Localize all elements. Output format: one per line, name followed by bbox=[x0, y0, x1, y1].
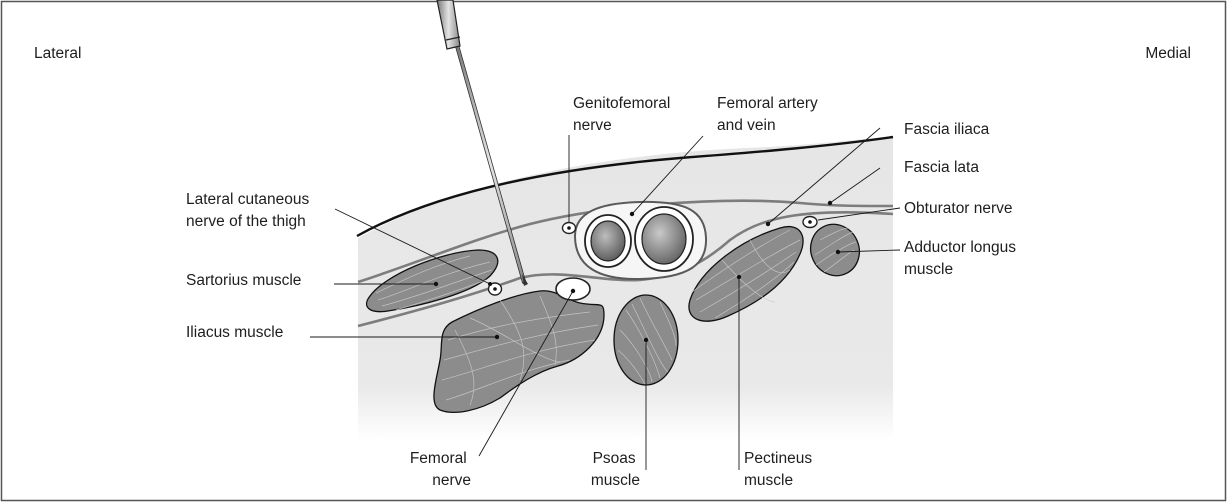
label-pectineus: Pectineus muscle bbox=[744, 450, 816, 489]
label-lateral-cutaneous-nerve: Lateral cutaneous nerve of the thigh bbox=[186, 191, 314, 230]
label-psoas: Psoas muscle bbox=[591, 450, 640, 489]
label-adductor-longus: Adductor longus muscle bbox=[904, 239, 1020, 278]
label-obturator-nerve: Obturator nerve bbox=[904, 200, 1013, 217]
label-fascia-iliaca: Fascia iliaca bbox=[904, 121, 990, 138]
label-femoral-nerve: Femoral nerve bbox=[410, 450, 471, 489]
label-genitofemoral-nerve: Genitofemoral nerve bbox=[573, 95, 675, 134]
label-iliacus: Iliacus muscle bbox=[186, 324, 283, 341]
label-femoral-artery-vein: Femoral artery and vein bbox=[717, 95, 822, 134]
lateral-label: Lateral bbox=[34, 45, 81, 62]
label-sartorius: Sartorius muscle bbox=[186, 272, 301, 289]
label-fascia-lata: Fascia lata bbox=[904, 159, 979, 176]
medial-label: Medial bbox=[1145, 45, 1191, 62]
